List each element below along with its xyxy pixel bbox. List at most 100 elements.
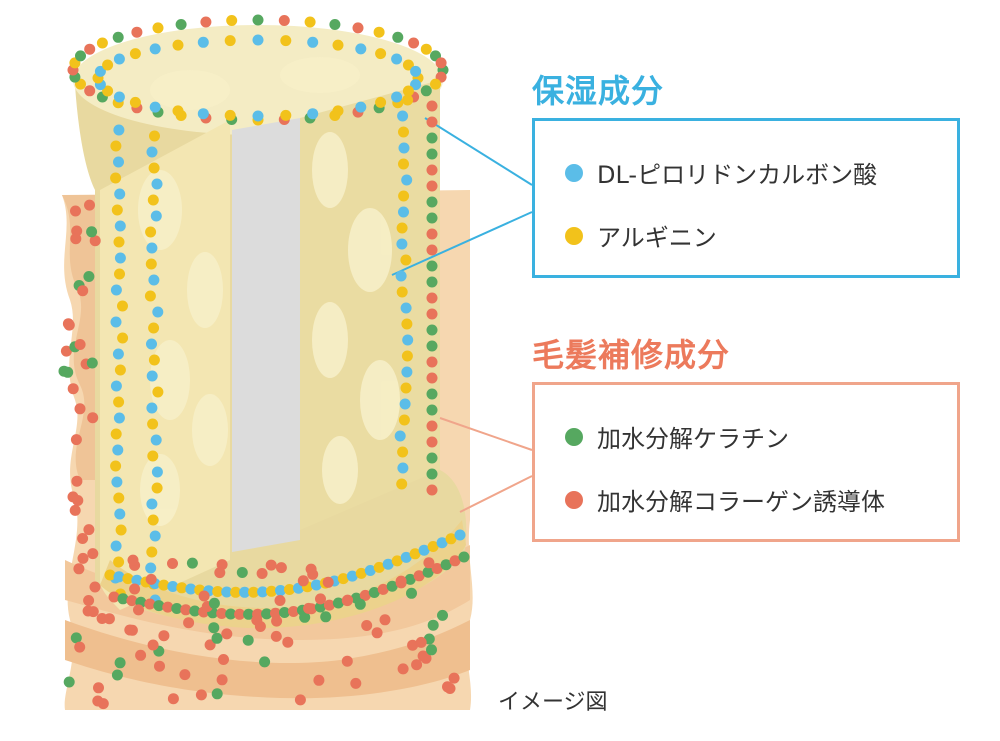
- legend-item: 加水分解コラーゲン誘導体: [565, 482, 885, 517]
- ingredient-dot: [216, 674, 228, 686]
- ingredient-dot: [265, 559, 277, 571]
- ingredient-dot: [218, 654, 229, 665]
- ingredient-dot: [149, 530, 161, 542]
- ingredient-dot: [426, 404, 438, 416]
- ingredient-dot: [303, 602, 315, 614]
- ingredient-dot: [426, 116, 438, 128]
- ingredient-dot: [355, 567, 367, 579]
- ingredient-dot: [418, 544, 430, 556]
- ingredient-dot: [234, 608, 246, 620]
- ingredient-dot: [396, 222, 408, 234]
- ingredient-dot: [420, 652, 432, 664]
- ingredient-dot: [275, 562, 287, 574]
- ingredient-dot: [375, 48, 387, 60]
- ingredient-dot: [397, 663, 409, 675]
- ingredient-dot: [158, 630, 170, 642]
- ingredient-dot: [427, 541, 439, 552]
- ingredient-dot: [329, 19, 341, 30]
- ingredient-dot: [382, 558, 394, 570]
- ingredient-dot: [148, 354, 160, 366]
- ingredient-dot: [410, 65, 422, 77]
- ingredient-dot: [395, 270, 407, 282]
- ingredient-dot: [426, 324, 438, 336]
- ingredient-dot: [242, 634, 254, 646]
- ingredient-dot: [375, 96, 387, 108]
- ingredient-dot: [167, 581, 179, 592]
- ingredient-dot: [282, 636, 294, 648]
- ingredient-dot: [368, 587, 380, 598]
- cortex-cell: [348, 208, 392, 292]
- ingredient-dot: [398, 190, 410, 202]
- ingredient-dot: [254, 621, 266, 632]
- ingredient-dot: [350, 677, 362, 689]
- ingredient-dot: [391, 555, 403, 567]
- ingredient-dot: [288, 606, 299, 617]
- cortex-cell: [280, 57, 360, 93]
- ingredient-dot: [83, 524, 95, 536]
- ingredient-dot: [274, 595, 286, 606]
- ingredient-dot: [413, 570, 425, 582]
- ingredient-dot: [332, 597, 344, 609]
- ingredient-dot: [257, 586, 269, 598]
- ingredient-dot: [147, 450, 159, 462]
- ingredient-dot: [71, 475, 83, 487]
- ingredient-dot: [397, 110, 409, 122]
- ingredient-dot: [410, 79, 422, 91]
- ingredient-dot: [402, 85, 414, 97]
- connector-line-repair: [439, 417, 533, 451]
- ingredient-dot: [407, 639, 419, 651]
- ingredient-dot: [83, 595, 95, 606]
- ingredient-dot: [110, 460, 122, 472]
- green-dot-icon: [565, 427, 583, 446]
- ingredient-dot: [129, 96, 141, 108]
- ingredient-dot: [212, 586, 224, 597]
- ingredient-dot: [84, 199, 95, 211]
- ingredient-dot: [332, 105, 344, 117]
- ingredient-dot: [114, 364, 126, 376]
- ingredient-dot: [284, 584, 295, 595]
- ingredient-dot: [113, 53, 125, 65]
- ingredient-dot: [355, 43, 367, 55]
- ingredient-dot: [74, 403, 86, 415]
- ingredient-dot: [102, 85, 114, 97]
- ingredient-dot: [252, 110, 264, 122]
- ingredient-dot: [152, 306, 164, 318]
- ingredient-dot: [261, 608, 273, 620]
- ingredient-dot: [400, 382, 412, 394]
- ingredient-dot: [86, 357, 98, 369]
- ingredient-dot: [150, 210, 162, 222]
- ingredient-dot: [86, 226, 98, 238]
- ingredient-dot: [114, 188, 126, 200]
- ingredient-dot: [398, 158, 409, 170]
- ingredient-dot: [211, 632, 223, 644]
- ingredient-dot: [436, 537, 448, 549]
- connector-line-moist: [424, 117, 533, 186]
- ingredient-dot: [354, 598, 366, 610]
- ingredient-dot: [426, 644, 437, 656]
- ingredient-dot: [396, 238, 408, 250]
- ingredient-dot: [440, 559, 452, 571]
- ingredient-dot: [149, 130, 160, 142]
- cortex-cell: [192, 394, 228, 466]
- repair-title: 毛髪補修成分: [532, 336, 731, 374]
- ingredient-dot: [82, 605, 94, 617]
- ingredient-dot: [426, 228, 438, 240]
- ingredient-dot: [270, 630, 282, 642]
- ingredient-dot: [129, 48, 141, 60]
- ingredient-dot: [147, 639, 159, 651]
- ingredient-dot: [131, 574, 143, 586]
- ingredient-dot: [110, 316, 122, 328]
- ingredient-dot: [415, 636, 427, 648]
- ingredient-dot: [280, 109, 292, 121]
- ingredient-dot: [154, 660, 165, 672]
- cuticle-band: [65, 620, 470, 699]
- ingredient-dot: [114, 508, 126, 520]
- ingredient-dot: [113, 91, 125, 103]
- ingredient-dot: [84, 43, 96, 55]
- ingredient-dot: [279, 607, 290, 618]
- ingredient-dot: [113, 412, 125, 424]
- ingredient-dot: [74, 641, 86, 653]
- ingredient-dots: [58, 14, 470, 710]
- ingredient-dot: [70, 434, 82, 446]
- ingredient-dot: [449, 555, 461, 567]
